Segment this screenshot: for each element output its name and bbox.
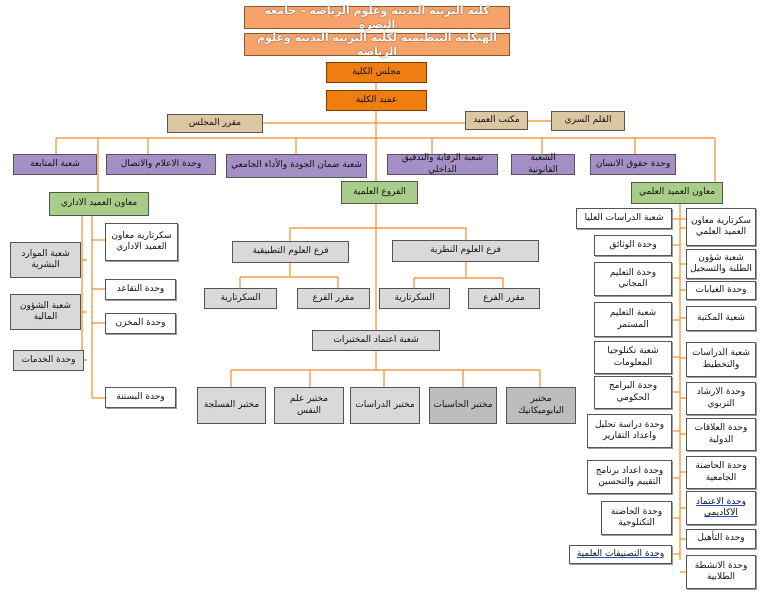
unit-legal: الشعبة القانونية	[511, 153, 575, 175]
scientific-branches: الفروع العلمية	[341, 181, 418, 204]
unit-followup: شعبة المتابعة	[13, 154, 97, 175]
council-rapporteur: مقرر المجلس	[167, 114, 263, 133]
lab-psychology: مختبر علم النفس	[274, 387, 344, 424]
section-finance: شعبة الشؤون المالية	[10, 294, 81, 330]
college-title: كلية التربية البدنية وعلوم الرياضة – جام…	[244, 4, 510, 31]
sci-right-10: وحدة الانشطة الطلابية	[686, 555, 756, 589]
theoretical-sciences-dept: فرع العلوم النظرية	[392, 240, 539, 262]
unit-retirement: وحدة التقاعد	[105, 279, 176, 300]
section-hr: شعبة الموارد البشرية	[10, 242, 81, 278]
secret-registry: القلم السري	[551, 111, 625, 131]
applied-rapporteur: مقرر الفرع	[297, 288, 370, 309]
applied-secretary: السكرتارية	[204, 288, 277, 309]
unit-human-rights: وحدة حقوق الانسان	[590, 154, 676, 175]
lab-studies: مختبر الدراسات	[350, 387, 420, 424]
lab-computers: مختبر الحاسبات	[429, 387, 497, 424]
sci-right-1: شعبة شؤون الطلبة والتسجيل	[686, 249, 756, 279]
sci-left-1: وحدة الوثائق	[594, 235, 672, 256]
sci-right-6: وحدة العلاقات الدولية	[686, 418, 756, 451]
sci-right-3: شعبة المكتبة	[686, 306, 756, 331]
lab-biomechanics: مختبر البايوميكانيك	[506, 387, 576, 424]
unit-garden: وحدة البستنة	[105, 387, 176, 408]
sci-left-0: شعبة الدراسات العليا	[576, 208, 672, 229]
lab-physiology: مختبر الفسلجة	[197, 387, 266, 424]
sci-right-8: وحدة الاعتماد الاكاديمي	[686, 491, 756, 525]
admin-secretary: سكرتارية معاون العميد الاداري	[105, 223, 178, 261]
sci-left-7: وحدة اعداد برنامج التقييم والتحسين	[587, 460, 672, 494]
college-council: مجلس الكلية	[326, 62, 427, 83]
unit-internal-audit: شعبة الرقابة والتدقيق الداخلي	[387, 153, 498, 175]
sci-right-9: وحدة التأهيل	[686, 529, 756, 549]
sci-right-2: وحدة الغيابات	[686, 281, 756, 300]
unit-media: وحدة الاعلام والاتصال	[106, 154, 216, 175]
admin-assistant: معاون العميد الاداري	[49, 192, 149, 216]
sci-left-3: شعبة التعليم المستمر	[594, 302, 672, 337]
sci-left-6: وحدة دراسة تحليل واعداد التقارير	[587, 414, 672, 448]
sci-right-0: سكرتارية معاون العميد العلمي	[686, 208, 756, 246]
theoretical-rapporteur: مقرر الفرع	[468, 288, 540, 309]
scientific-assistant: معاون العميد العلمي	[631, 182, 723, 204]
sci-right-4: شعبة الدراسات والتخطيط	[686, 342, 756, 377]
unit-warehouse: وحدة المخزن	[105, 313, 176, 334]
applied-sciences-dept: فرع العلوم التطبيقية	[232, 241, 349, 263]
sci-right-8-label: وحدة الاعتماد الاكاديمي	[696, 496, 746, 518]
sci-left-4: شعبة تكنلوجيا المعلومات	[594, 341, 672, 374]
structure-title: الهيكلية التنظيمية لكلية التربية البدنية…	[244, 31, 510, 58]
unit-services: وحدة الخدمات	[13, 350, 84, 371]
dean-office: مكتب العميد	[465, 111, 528, 130]
sci-left-9-label: وحدة التصنيفات العلمية	[576, 548, 665, 559]
lab-accreditation-section: شعبة اعتماد المختبرات	[312, 330, 440, 351]
unit-quality: شعبة ضمان الجودة والأداء الجامعي	[226, 154, 367, 178]
sci-right-7: وحدة الحاضنة الجامعية	[686, 456, 756, 489]
sci-left-8: وحدة الحاضنة التكنلوجية	[601, 501, 672, 535]
sci-left-5: وحدة البرامج الحكومي	[594, 376, 672, 409]
sci-left-9: وحدة التصنيفات العلمية	[569, 545, 672, 564]
theoretical-secretary: السكرتارية	[379, 288, 450, 309]
sci-left-2: وحدة التعليم المجاني	[594, 262, 672, 296]
college-dean: عميد الكلية	[326, 90, 427, 111]
sci-right-5: وحدة الارشاد التربوي	[686, 382, 756, 415]
